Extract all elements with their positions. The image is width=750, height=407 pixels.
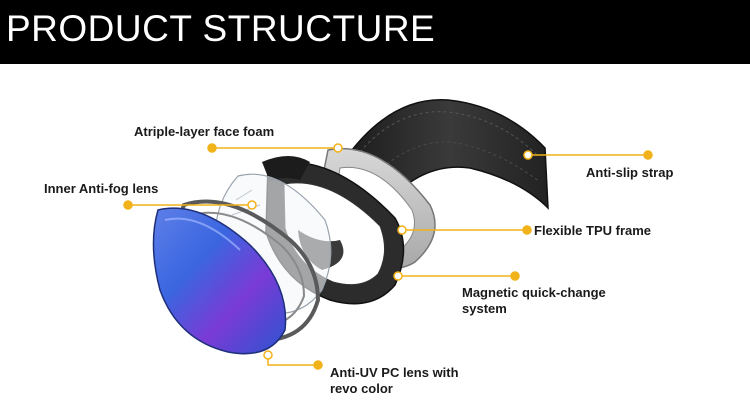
pc-lens-part	[152, 207, 287, 355]
callout-magnetic-line2: system	[462, 301, 507, 316]
callout-inner-lens: Inner Anti-fog lens	[44, 181, 159, 196]
callout-pc-lens-line1: Anti-UV PC lens with	[330, 365, 459, 380]
face-foam-part	[262, 156, 310, 182]
callout-magnetic: Magnetic quick-change system	[462, 285, 606, 317]
callout-face-foam: Atriple-layer face foam	[134, 124, 275, 139]
callout-pc-lens-line2: revo color	[330, 381, 393, 396]
strap-part	[351, 99, 549, 224]
callout-magnetic-line1: Magnetic quick-change	[462, 285, 606, 300]
callout-pc-lens: Anti-UV PC lens with revo color	[330, 365, 459, 397]
callout-strap: Anti-slip strap	[586, 165, 674, 180]
leader-lines	[123, 143, 653, 370]
page-title: PRODUCT STRUCTURE	[6, 8, 436, 49]
callout-tpu-frame: Flexible TPU frame	[534, 223, 652, 238]
header-bar: PRODUCT STRUCTURE	[0, 0, 750, 64]
